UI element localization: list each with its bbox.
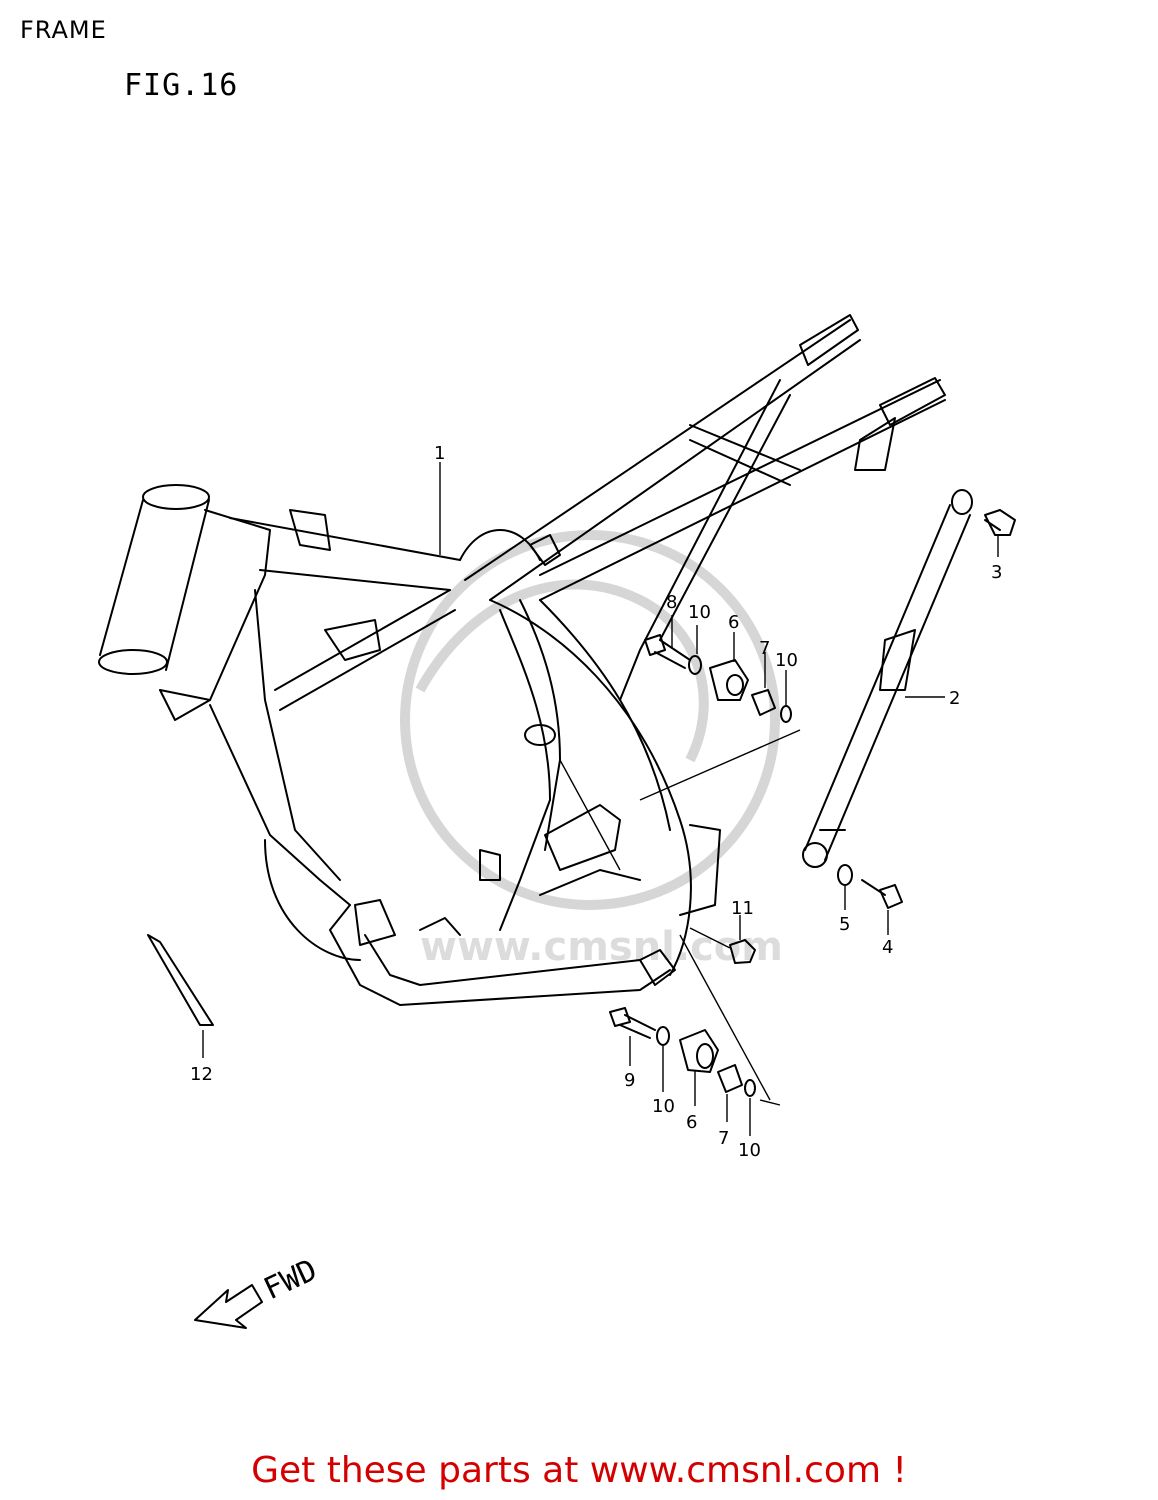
callout-5: 5 (839, 914, 850, 935)
callout-labels: 1 2 3 4 5 6 7 8 9 10 11 12 6 7 10 10 10 (190, 443, 1002, 1161)
callout-2: 2 (949, 688, 960, 709)
callout-1: 1 (434, 443, 445, 464)
callout-10-lower-b: 10 (738, 1140, 761, 1161)
callout-11: 11 (731, 898, 754, 919)
callout-7-upper: 7 (759, 638, 770, 659)
callout-3: 3 (991, 562, 1002, 583)
lower-mount-hardware (609, 1007, 756, 1136)
rear-support-strut (802, 489, 973, 868)
watermark-text: www.cmsnl.com (420, 924, 783, 970)
bolt-4-washer-5 (837, 864, 903, 935)
callout-10-lower-a: 10 (652, 1096, 675, 1117)
forward-label: FWD (259, 1253, 323, 1308)
nut-11 (689, 915, 756, 964)
callout-6-upper: 6 (728, 612, 739, 633)
callout-10-upper-a: 10 (688, 602, 711, 623)
callout-8: 8 (666, 592, 677, 613)
decal-12 (147, 934, 214, 1058)
callout-7-lower: 7 (718, 1128, 729, 1149)
footer-promo-text: Get these parts at www.cmsnl.com ! (251, 1450, 907, 1491)
bolt-3 (984, 509, 1016, 557)
page-title: FRAME (20, 16, 107, 44)
callout-4: 4 (882, 937, 893, 958)
upper-mount-hardware (644, 615, 792, 723)
main-frame (98, 314, 946, 1106)
forward-arrow-icon (194, 1284, 263, 1329)
figure-label: FIG.16 (124, 68, 239, 103)
watermark-logo: www.cmsnl.com (400, 530, 783, 970)
callout-12: 12 (190, 1064, 213, 1085)
callout-6-lower: 6 (686, 1112, 697, 1133)
callout-9: 9 (624, 1070, 635, 1091)
callout-10-upper-b: 10 (775, 650, 798, 671)
forward-direction-indicator: FWD (194, 1253, 323, 1329)
